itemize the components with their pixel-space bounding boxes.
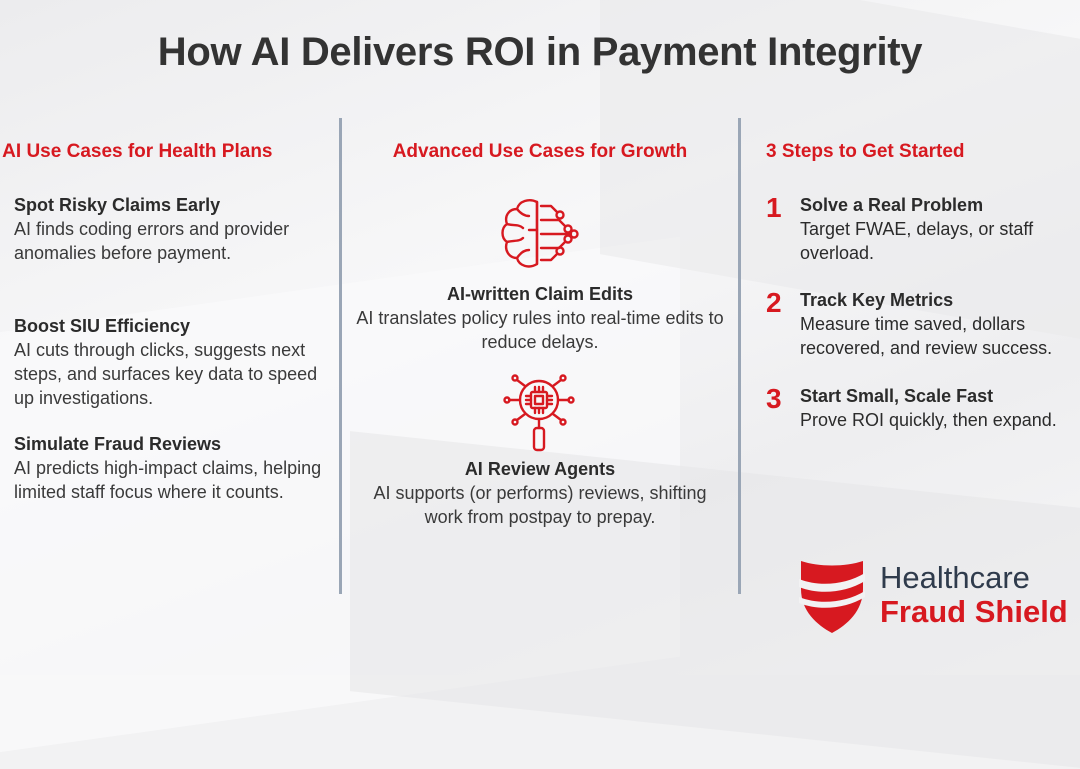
advanced-use-case-title: AI Review Agents	[464, 459, 616, 479]
step-item: 2 Track Key Metrics Measure time saved, …	[766, 288, 1080, 360]
use-case-title: Boost SIU Efficiency	[14, 316, 191, 336]
left-column-heading: p AI Use Cases for Health Plans	[0, 141, 273, 162]
chip-magnifier-icon	[503, 374, 575, 452]
right-column-heading: 3 Steps to Get Started	[766, 141, 965, 162]
use-case-desc: AI cuts through clicks, suggests next st…	[14, 340, 318, 408]
step-desc: Prove ROI quickly, then expand.	[800, 410, 1057, 430]
logo-text-fraud-shield: Fraud Shield	[880, 594, 1068, 629]
use-case-desc: AI finds coding errors and provider anom…	[14, 219, 290, 263]
step-title: Track Key Metrics	[800, 290, 954, 310]
step-title: Solve a Real Problem	[800, 195, 984, 215]
step-item: 3 Start Small, Scale Fast Prove ROI quic…	[766, 384, 1080, 432]
step-number: 1	[766, 192, 782, 223]
step-number: 3	[766, 383, 782, 414]
advanced-use-case-desc: AI translates policy rules into real-tim…	[356, 308, 724, 352]
logo-text-healthcare: Healthcare	[880, 560, 1030, 595]
advanced-use-case: AI-written Claim Edits AI translates pol…	[352, 282, 728, 354]
brain-circuit-icon	[501, 199, 579, 268]
use-case-title: Spot Risky Claims Early	[14, 195, 221, 215]
step-desc: Target FWAE, delays, or staff overload.	[800, 219, 1034, 263]
use-case-item: Simulate Fraud Reviews AI predicts high-…	[14, 432, 326, 504]
step-item: 1 Solve a Real Problem Target FWAE, dela…	[766, 193, 1080, 265]
step-desc: Measure time saved, dollars recovered, a…	[800, 314, 1053, 358]
shield-logo-icon	[799, 561, 865, 633]
middle-column-heading: Advanced Use Cases for Growth	[392, 141, 688, 162]
column-divider	[339, 118, 342, 594]
advanced-use-case-title: AI-written Claim Edits	[446, 284, 634, 304]
use-case-desc: AI predicts high-impact claims, helping …	[14, 458, 322, 502]
advanced-use-case: AI Review Agents AI supports (or perform…	[352, 457, 728, 529]
step-number: 2	[766, 287, 782, 318]
use-case-item: Spot Risky Claims Early AI finds coding …	[14, 193, 326, 265]
use-case-item: Boost SIU Efficiency AI cuts through cli…	[14, 314, 326, 410]
step-title: Start Small, Scale Fast	[800, 386, 994, 406]
advanced-use-case-desc: AI supports (or performs) reviews, shift…	[373, 483, 707, 527]
use-case-title: Simulate Fraud Reviews	[14, 434, 222, 454]
column-divider	[738, 118, 741, 594]
page-title: How AI Delivers ROI in Payment Integrity	[157, 30, 923, 74]
